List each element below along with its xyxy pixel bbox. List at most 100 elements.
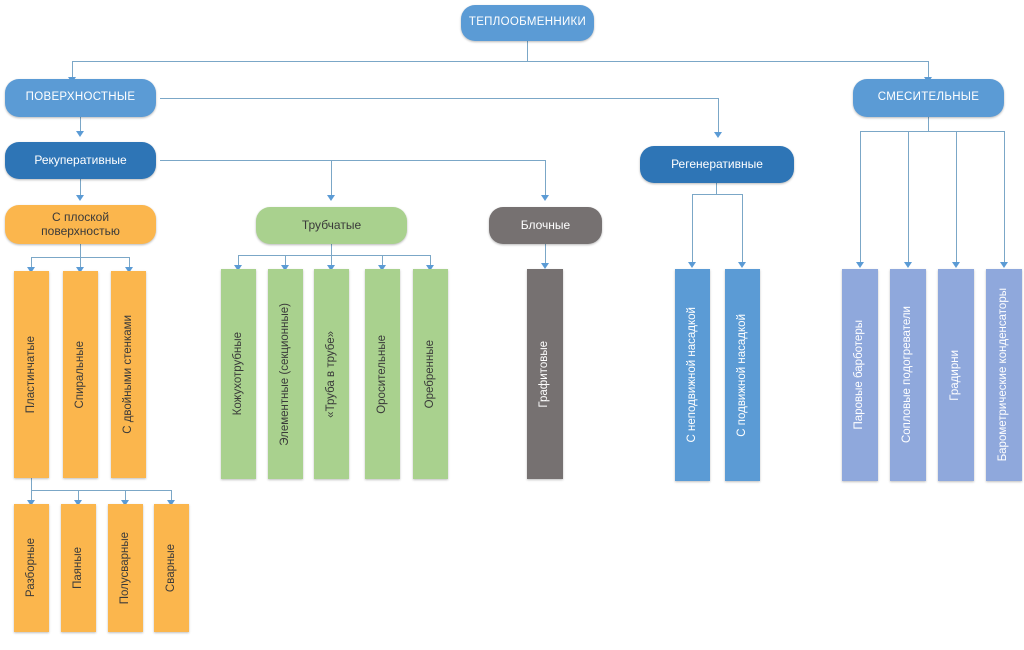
arrow-mix-c3: [952, 262, 960, 268]
connector-regen-down: [716, 180, 717, 194]
bar-label: Паяные: [71, 547, 84, 589]
arrow-plate-c4: [167, 500, 175, 506]
node-mixing[interactable]: СМЕСИТЕЛЬНЫЕ: [853, 79, 1004, 117]
connector-regen-bus: [692, 194, 742, 195]
connector-plate-c1: [31, 490, 32, 502]
bar-semi-welded[interactable]: Полусварные: [108, 504, 143, 632]
bar-label: Спиральные: [73, 340, 86, 409]
bar-double-wall-type[interactable]: С двойными стенками: [111, 271, 146, 478]
bar-plate-type[interactable]: Пластинчатые: [14, 271, 49, 478]
bar-label: Графитовые: [538, 340, 551, 408]
connector-flat-c1: [31, 257, 32, 269]
bar-label: Пластинчатые: [24, 335, 37, 414]
bar-label: Градирни: [949, 349, 962, 401]
arrow-flat-c1: [27, 267, 35, 273]
connector-regen-c1: [692, 194, 693, 264]
connector-mix-c3: [956, 131, 957, 264]
bar-welded[interactable]: Сварные: [154, 504, 189, 632]
connector-mixing-bus: [860, 131, 1005, 132]
connector-plate-bus: [31, 490, 171, 491]
connector-tub-c5: [430, 255, 431, 267]
connector-recuperative-down-tubular: [331, 160, 332, 197]
arrow-plate-c2: [74, 500, 82, 506]
arrow-regen-c1: [688, 262, 696, 268]
connector-recuperative-bus-a: [160, 160, 382, 161]
bar-irrigation[interactable]: Оросительные: [365, 269, 400, 479]
arrow-tub-c2: [281, 265, 289, 271]
bar-label: Сварные: [164, 543, 177, 593]
arrow-mix-c1: [856, 262, 864, 268]
bar-cooling-towers[interactable]: Градирни: [938, 269, 974, 481]
bar-label: Элементные (секционные): [278, 302, 291, 446]
bar-label: Паровые барботеры: [853, 320, 866, 430]
bar-detachable[interactable]: Разборные: [14, 504, 49, 632]
arrow-to-regenerative: [714, 132, 722, 138]
connector-flat-down: [80, 243, 81, 257]
arrow-to-flat: [76, 195, 84, 201]
arrow-plate-c1: [27, 500, 35, 506]
connector-surface-to-regenerative-h: [160, 98, 718, 99]
connector-to-mixing: [928, 61, 929, 79]
node-recuperative[interactable]: Рекуперативные: [5, 142, 156, 179]
connector-surface-to-recuperative: [80, 117, 81, 133]
bar-label: Сопловые подогреватели: [901, 306, 914, 444]
bar-label: «Труба в трубе»: [324, 330, 337, 418]
connector-plate-c3: [125, 490, 126, 502]
connector-flat-c2: [80, 257, 81, 269]
arrow-tub-c3: [327, 265, 335, 271]
bar-graphite[interactable]: Графитовые: [527, 269, 563, 479]
connector-to-surface: [72, 61, 73, 79]
node-surface[interactable]: ПОВЕРХНОСТНЫЕ: [5, 79, 156, 117]
connector-root-down: [527, 41, 528, 61]
bar-label: Барометрические конденсаторы: [997, 288, 1010, 462]
bar-shell-and-tube[interactable]: Кожухотрубные: [221, 269, 256, 479]
connector-mix-c1: [860, 131, 861, 264]
connector-tubular-down: [331, 243, 332, 255]
connector-tub-c2: [285, 255, 286, 267]
bar-steam-bubblers[interactable]: Паровые барботеры: [842, 269, 878, 481]
bar-element-sectional[interactable]: Элементные (секционные): [268, 269, 303, 479]
bar-label: Кожухотрубные: [231, 332, 244, 416]
arrow-flat-c3: [125, 267, 133, 273]
connector-recuperative-down-flat: [80, 175, 81, 197]
arrow-to-graphite: [541, 263, 549, 269]
connector-flat-c3: [129, 257, 130, 269]
connector-mix-c2: [908, 131, 909, 264]
bar-barometric-condensers[interactable]: Барометрические конденсаторы: [986, 269, 1022, 481]
bar-label: Полусварные: [118, 531, 131, 605]
connector-tub-c1: [238, 255, 239, 267]
connector-block-down: [545, 243, 546, 265]
arrow-tub-c1: [234, 265, 242, 271]
arrow-to-tubular: [327, 195, 335, 201]
bar-finned[interactable]: Оребренные: [413, 269, 448, 479]
connector-plate-c2: [78, 490, 79, 502]
bar-nozzle-heaters[interactable]: Сопловые подогреватели: [890, 269, 926, 481]
connector-plate-c4: [171, 490, 172, 502]
arrow-plate-c3: [121, 500, 129, 506]
arrow-flat-c2: [76, 267, 84, 273]
node-regenerative[interactable]: Регенеративные: [640, 146, 794, 183]
node-block[interactable]: Блочные: [489, 207, 602, 244]
connector-mixing-down: [928, 117, 929, 131]
bar-moving-packing[interactable]: С подвижной насадкой: [725, 269, 760, 481]
bar-brazed[interactable]: Паяные: [61, 504, 96, 632]
node-root-heat-exchangers[interactable]: ТЕПЛООБМЕННИКИ: [461, 5, 594, 41]
arrow-mix-c4: [1000, 262, 1008, 268]
node-flat-surface[interactable]: С плоской поверхностью: [5, 205, 156, 244]
node-tubular[interactable]: Трубчатые: [256, 207, 407, 244]
bar-spiral-type[interactable]: Спиральные: [63, 271, 98, 478]
connector-regen-c2: [742, 194, 743, 264]
arrow-regen-c2: [738, 262, 746, 268]
arrow-tub-c4: [378, 265, 386, 271]
bar-tube-in-tube[interactable]: «Труба в трубе»: [314, 269, 349, 479]
arrow-mix-c2: [904, 262, 912, 268]
bar-label: Оросительные: [375, 334, 388, 414]
connector-recuperative-down-block: [545, 160, 546, 197]
connector-root-bus: [72, 61, 928, 62]
connector-plate-down: [31, 478, 32, 490]
connector-tub-c3: [331, 255, 332, 267]
bar-label: С подвижной насадкой: [735, 313, 748, 437]
connector-tubular-bus: [238, 255, 430, 256]
bar-fixed-packing[interactable]: С неподвижной насадкой: [675, 269, 710, 481]
